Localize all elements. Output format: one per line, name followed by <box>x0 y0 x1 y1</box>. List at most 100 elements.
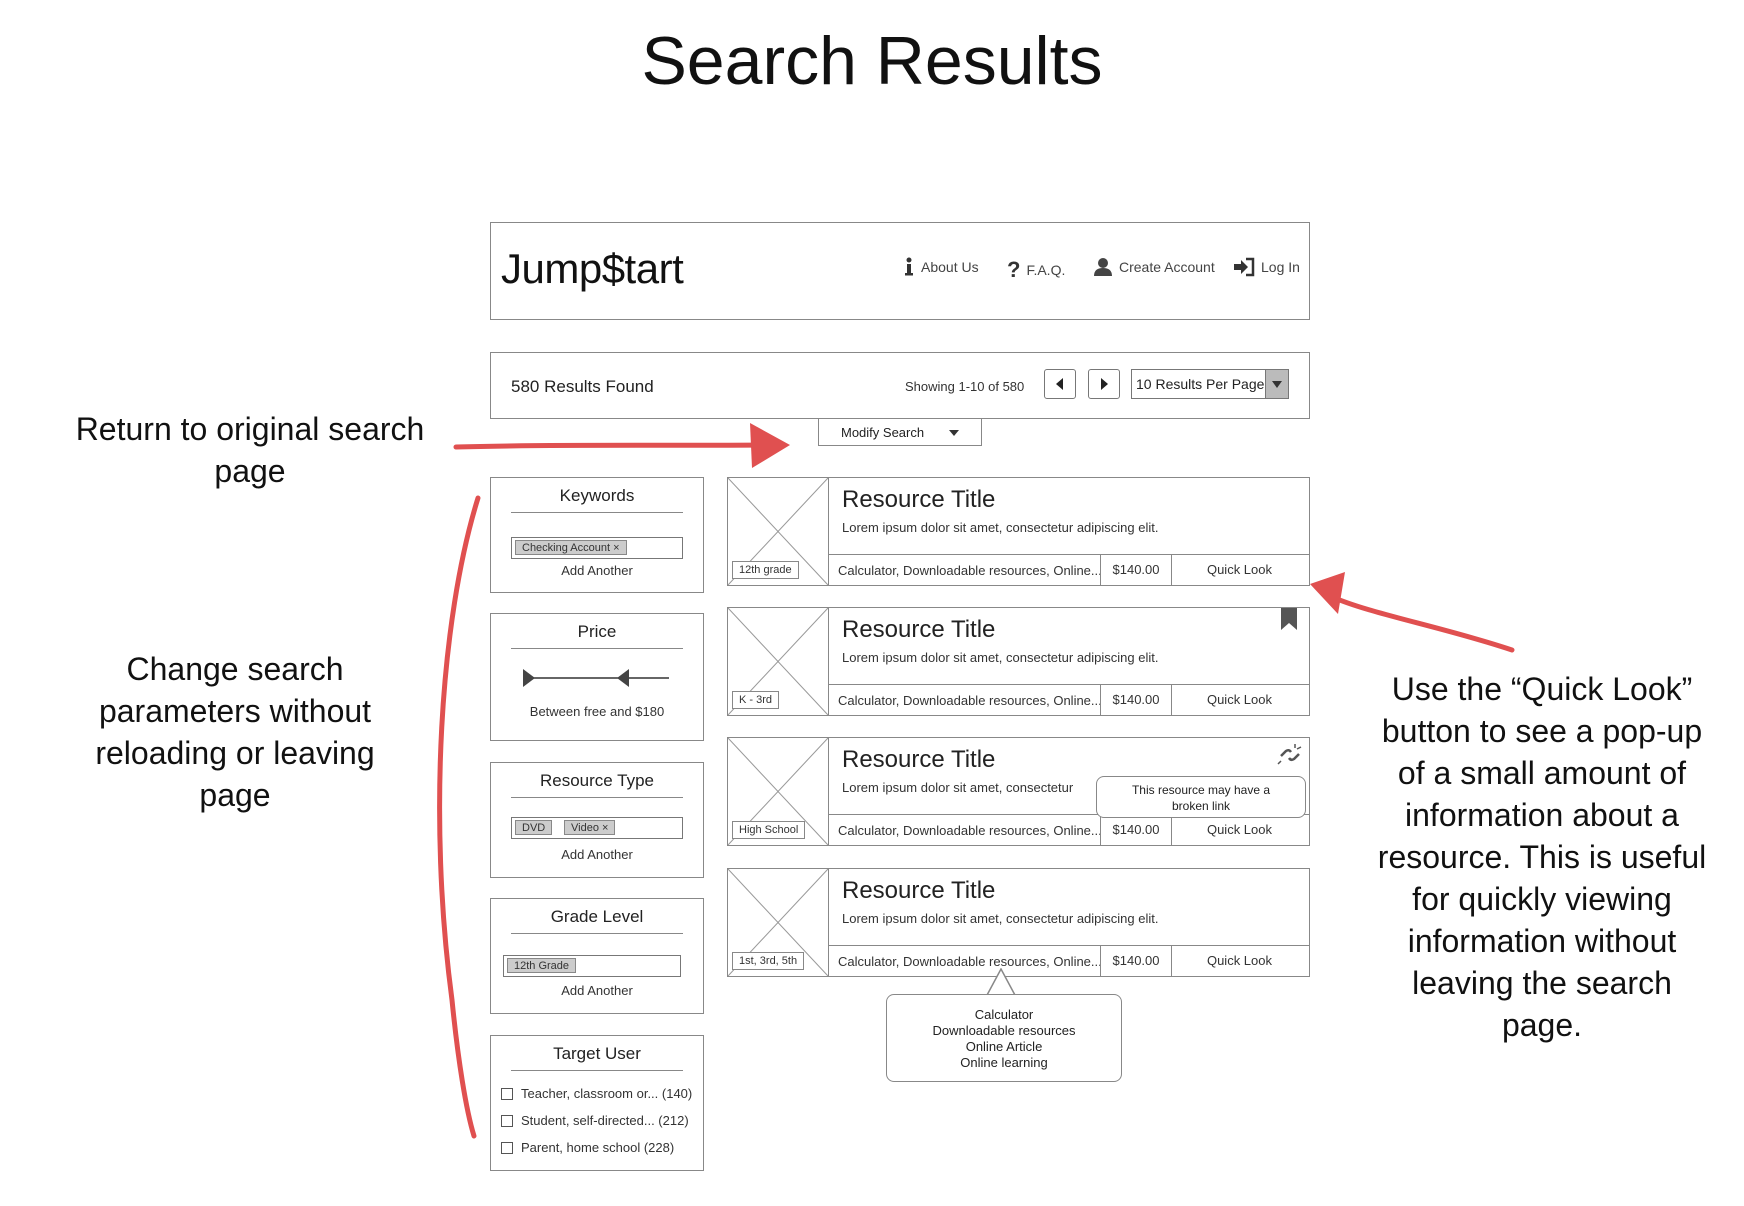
result-footer: Calculator, Downloadable resources, Onli… <box>828 945 1309 976</box>
result-card: K - 3rd Resource Title Lorem ipsum dolor… <box>727 607 1310 716</box>
slider-handle-min[interactable] <box>523 669 535 687</box>
resource-title[interactable]: Resource Title <box>842 486 996 513</box>
filter-resource-type: Resource Type DVD Video × Add Another <box>490 762 704 878</box>
categories[interactable]: Calculator, Downloadable resources, Onli… <box>838 823 1102 838</box>
annotation-line: information about a <box>1405 797 1679 833</box>
option-label: Parent, home school (228) <box>521 1140 675 1155</box>
site-logo[interactable]: Jump$tart <box>501 245 684 292</box>
filter-price: Price Between free and $180 <box>490 613 704 741</box>
tooltip-line: This resource may have a <box>1131 783 1271 797</box>
checkbox[interactable] <box>501 1087 513 1100</box>
select-value: 10 Results Per Page <box>1136 376 1265 392</box>
target-user-option[interactable]: Teacher, classroom or... (140) <box>501 1086 692 1101</box>
quick-look-button[interactable]: Quick Look <box>1206 822 1273 837</box>
filter-title: Target User <box>511 1044 683 1071</box>
nav-create-account[interactable]: Create Account <box>1093 257 1215 277</box>
prev-page-button[interactable] <box>1044 369 1076 399</box>
nav-label: Create Account <box>1119 259 1215 275</box>
site-header: Jump$tart About Us ? F.A.Q. Create Accou… <box>490 222 1310 320</box>
modify-search-button[interactable]: Modify Search <box>818 418 982 446</box>
add-another-link[interactable]: Add Another <box>561 563 633 578</box>
arrow-quick-look <box>1310 572 1515 653</box>
grade-badge: 1st, 3rd, 5th <box>732 952 805 970</box>
grade-level-tag[interactable]: 12th Grade <box>507 958 577 973</box>
nav-about-us[interactable]: About Us <box>903 257 979 277</box>
results-per-page-select[interactable]: 10 Results Per Page <box>1131 369 1289 399</box>
resource-type-tag[interactable]: Video × <box>564 820 616 835</box>
quick-look-button[interactable]: Quick Look <box>1206 953 1273 968</box>
nav-faq[interactable]: ? F.A.Q. <box>1007 257 1065 283</box>
broken-link-tooltip: This resource may have a broken link <box>1096 776 1306 818</box>
categories[interactable]: Calculator, Downloadable resources, Onli… <box>838 693 1102 708</box>
categories[interactable]: Calculator, Downloadable resources, Onli… <box>838 954 1102 969</box>
annotation-line: reloading or leaving <box>95 735 375 771</box>
info-icon <box>903 257 915 277</box>
thumbnail-placeholder: K - 3rd <box>727 607 829 716</box>
nav-log-in[interactable]: Log In <box>1233 257 1300 277</box>
annotation-line: parameters without <box>98 693 372 729</box>
slider-handle-max[interactable] <box>617 669 629 687</box>
filter-keywords: Keywords Checking Account × Add Another <box>490 477 704 593</box>
thumbnail-placeholder: 12th grade <box>727 477 829 586</box>
keyword-tag[interactable]: Checking Account × <box>515 540 627 555</box>
annotation-line: Use the “Quick Look” <box>1391 671 1693 707</box>
annotation-line: of a small amount of <box>1397 755 1687 791</box>
nav-label: About Us <box>921 259 979 275</box>
categories-tooltip: Calculator Downloadable resources Online… <box>886 994 1122 1082</box>
results-bar: 580 Results Found Showing 1-10 of 580 10… <box>490 352 1310 419</box>
price-range-text: Between free and $180 <box>529 704 665 719</box>
chevron-down-icon <box>1265 370 1288 398</box>
result-card: High School Resource Title Lorem ipsum d… <box>727 737 1310 846</box>
annotation-line: page. <box>1501 1007 1583 1043</box>
checkbox[interactable] <box>501 1114 513 1127</box>
target-user-option[interactable]: Parent, home school (228) <box>501 1140 674 1155</box>
nav-label: Log In <box>1261 259 1300 275</box>
chevron-right-icon <box>1101 378 1108 390</box>
annotation-quick-look: Use the “Quick Look” button to see a pop… <box>1352 668 1732 1046</box>
annotation-line: information without <box>1407 923 1677 959</box>
resource-description: Lorem ipsum dolor sit amet, consectetur … <box>842 911 1159 926</box>
filter-title: Resource Type <box>511 771 683 798</box>
thumbnail-placeholder: 1st, 3rd, 5th <box>727 868 829 977</box>
quick-look-button[interactable]: Quick Look <box>1206 692 1273 707</box>
bookmark-icon[interactable] <box>1281 608 1297 630</box>
modify-search-label: Modify Search <box>841 425 925 440</box>
resource-title[interactable]: Resource Title <box>842 616 996 643</box>
caret-down-icon <box>949 430 959 436</box>
login-icon <box>1233 257 1255 277</box>
result-card: 12th grade Resource Title Lorem ipsum do… <box>727 477 1310 586</box>
resource-description: Lorem ipsum dolor sit amet, consectetur <box>842 780 1074 795</box>
chevron-left-icon <box>1056 378 1063 390</box>
page-title: Search Results <box>641 23 1103 99</box>
add-another-link[interactable]: Add Another <box>561 847 633 862</box>
question-icon: ? <box>1007 257 1021 282</box>
quick-look-button[interactable]: Quick Look <box>1206 562 1273 577</box>
arrow-change-params <box>437 495 481 1139</box>
categories[interactable]: Calculator, Downloadable resources, Onli… <box>838 563 1102 578</box>
result-card: 1st, 3rd, 5th Resource Title Lorem ipsum… <box>727 868 1310 977</box>
resource-title[interactable]: Resource Title <box>842 877 996 904</box>
price-range-slider[interactable] <box>521 666 671 690</box>
resource-description: Lorem ipsum dolor sit amet, consectetur … <box>842 520 1159 535</box>
resource-type-tag-field[interactable]: DVD Video × <box>511 817 683 839</box>
grade-badge: K - 3rd <box>732 691 780 709</box>
resource-description: Lorem ipsum dolor sit amet, consectetur … <box>842 650 1159 665</box>
checkbox[interactable] <box>501 1141 513 1154</box>
annotation-line: page <box>214 453 286 489</box>
results-count: 580 Results Found <box>511 377 654 396</box>
annotation-change-params: Change search parameters without reloadi… <box>40 648 430 816</box>
tooltip-line: Online Article <box>965 1039 1043 1054</box>
result-footer: Calculator, Downloadable resources, Onli… <box>828 554 1309 585</box>
resource-title[interactable]: Resource Title <box>842 746 996 773</box>
grade-level-tag-field[interactable]: 12th Grade <box>503 955 681 977</box>
add-another-link[interactable]: Add Another <box>561 983 633 998</box>
target-user-option[interactable]: Student, self-directed... (212) <box>501 1113 689 1128</box>
broken-link-icon[interactable] <box>1277 742 1303 768</box>
resource-type-tag[interactable]: DVD <box>515 820 553 835</box>
filter-title: Price <box>511 622 683 649</box>
keywords-tag-field[interactable]: Checking Account × <box>511 537 683 559</box>
next-page-button[interactable] <box>1088 369 1120 399</box>
thumbnail-placeholder: High School <box>727 737 829 846</box>
price: $140.00 <box>1100 555 1172 585</box>
